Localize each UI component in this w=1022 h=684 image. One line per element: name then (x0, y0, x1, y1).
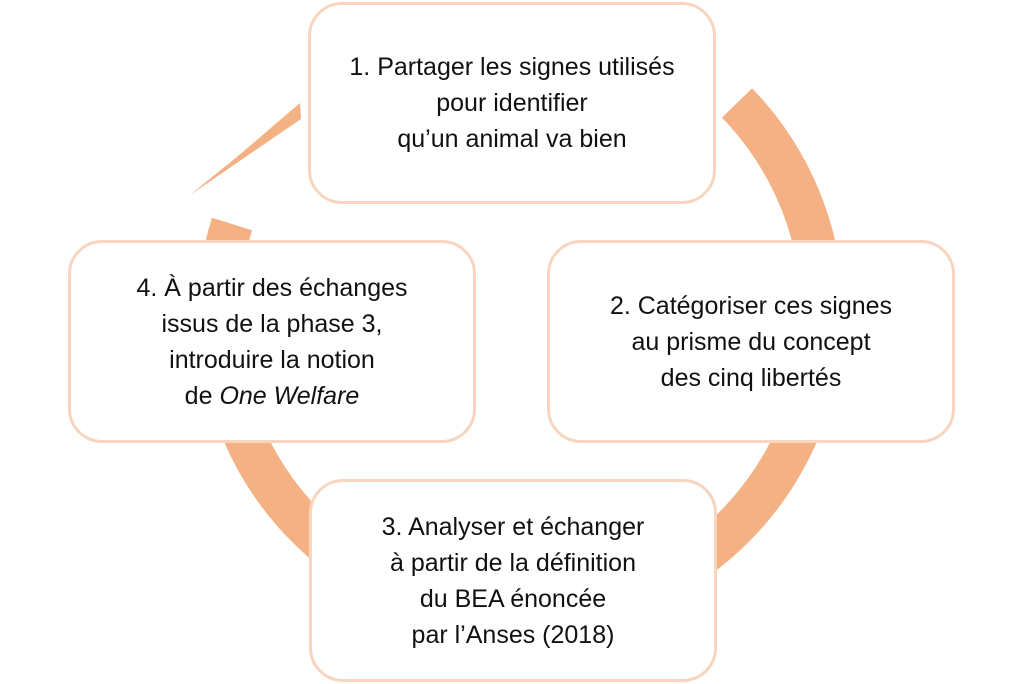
step-1-box: 1. Partager les signes utilisés pour ide… (308, 2, 716, 204)
step-2-line-2: au prisme du concept (631, 327, 871, 356)
step-3-line-1: 3. Analyser et échanger (381, 512, 645, 541)
step-3-line-2: à partir de la définition (390, 548, 636, 577)
step-3-box: 3. Analyser et échanger à partir de la d… (309, 479, 717, 682)
step-3-line-4: par l’Anses (2018) (411, 620, 615, 649)
step-4-emphasis: One Welfare (219, 381, 360, 410)
step-4-line-1: 4. À partir des échanges (136, 273, 408, 302)
step-1-line-2: pour identifier (436, 89, 588, 117)
step-1-line-1: 1. Partager les signes utilisés (349, 53, 675, 81)
step-4-line-4-prefix: de (184, 381, 220, 410)
step-2-line-1: 2. Catégoriser ces signes (609, 291, 893, 320)
cycle-arrowhead (190, 103, 301, 195)
step-2-line-3: des cinq libertés (660, 363, 842, 392)
step-4-line-4: de One Welfare (185, 378, 360, 414)
step-3-line-3: du BEA énoncée (419, 584, 607, 613)
step-1-line-3: qu’un animal va bien (397, 125, 627, 153)
step-4-line-2: issus de la phase 3, (161, 309, 383, 338)
step-4-line-3: introduire la notion (169, 345, 375, 374)
step-4-box: 4. À partir des échanges issus de la pha… (68, 240, 476, 443)
step-2-box: 2. Catégoriser ces signes au prisme du c… (547, 240, 955, 443)
